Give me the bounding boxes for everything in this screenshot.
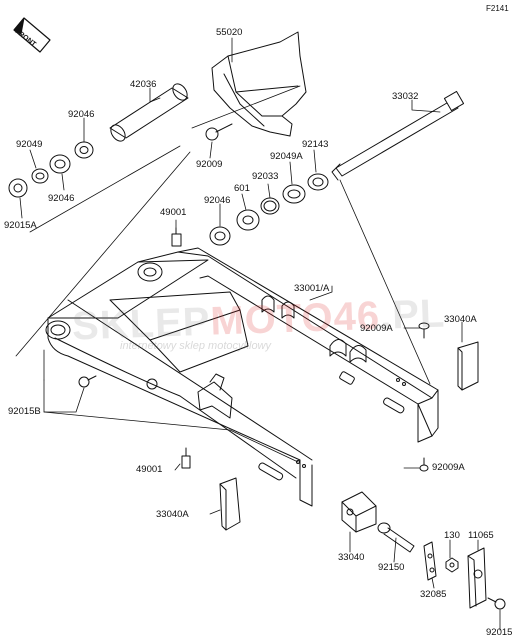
part-label-33040a-right: 33040A <box>444 314 477 325</box>
part-label-32085: 32085 <box>420 589 447 600</box>
plate-32085 <box>423 541 437 581</box>
nut-130 <box>445 557 459 573</box>
part-label-49001-top: 49001 <box>160 207 187 218</box>
bolt-92009 <box>205 123 233 141</box>
screw-92009a-top <box>418 322 430 339</box>
part-label-601: 601 <box>234 183 250 194</box>
bracket-33040a-right <box>457 341 479 391</box>
part-label-92009a-bottom: 92009A <box>432 462 465 473</box>
bolt-92015 <box>487 597 506 610</box>
bracket-33040a-left <box>219 477 241 531</box>
part-label-92033: 92033 <box>252 171 279 182</box>
sleeve-42036 <box>109 83 189 142</box>
part-label-92009a-top: 92009A <box>360 323 393 334</box>
part-label-42036: 42036 <box>130 79 157 90</box>
grease-nipple-49001-top <box>171 227 182 247</box>
part-label-92046-b: 92046 <box>48 193 75 204</box>
part-label-92049: 92049 <box>16 139 43 150</box>
figure-code: F2141 <box>486 4 509 13</box>
part-label-33032: 33032 <box>392 91 419 102</box>
part-label-92143: 92143 <box>302 139 329 150</box>
part-label-33001a: 33001/A <box>294 283 330 294</box>
part-label-92015b: 92015B <box>8 406 41 417</box>
part-label-11065: 11065 <box>468 530 494 541</box>
grease-nipple-49001-bottom <box>181 447 191 469</box>
part-label-92046-a: 92046 <box>68 109 95 120</box>
pivot-shaft-33032 <box>331 90 465 181</box>
part-label-92015: 92015 <box>486 627 513 638</box>
part-label-49001-bottom: 49001 <box>136 464 163 475</box>
bracket-11065 <box>467 547 487 609</box>
part-label-92046-c: 92046 <box>204 195 231 206</box>
part-label-130: 130 <box>444 530 460 541</box>
screw-92009a-bottom <box>419 457 429 472</box>
front-direction-badge <box>13 17 51 53</box>
part-label-92150: 92150 <box>378 562 405 573</box>
bolt-92015b <box>78 375 97 388</box>
adjuster-bolt-92150 <box>377 522 415 553</box>
part-label-92049a: 92049A <box>270 151 303 162</box>
leader-lines <box>15 37 501 631</box>
part-label-55020: 55020 <box>216 27 243 38</box>
part-label-92009: 92009 <box>196 159 223 170</box>
bearing-stack-left <box>8 141 94 198</box>
part-label-33040a-left: 33040A <box>156 509 189 520</box>
bearing-stack-right <box>209 173 329 246</box>
swingarm-33001a <box>45 247 439 507</box>
part-label-33040: 33040 <box>338 552 365 563</box>
part-label-92015a: 92015A <box>4 220 37 231</box>
chain-adjuster-33040 <box>341 491 377 533</box>
chain-guard-55020 <box>211 31 307 137</box>
